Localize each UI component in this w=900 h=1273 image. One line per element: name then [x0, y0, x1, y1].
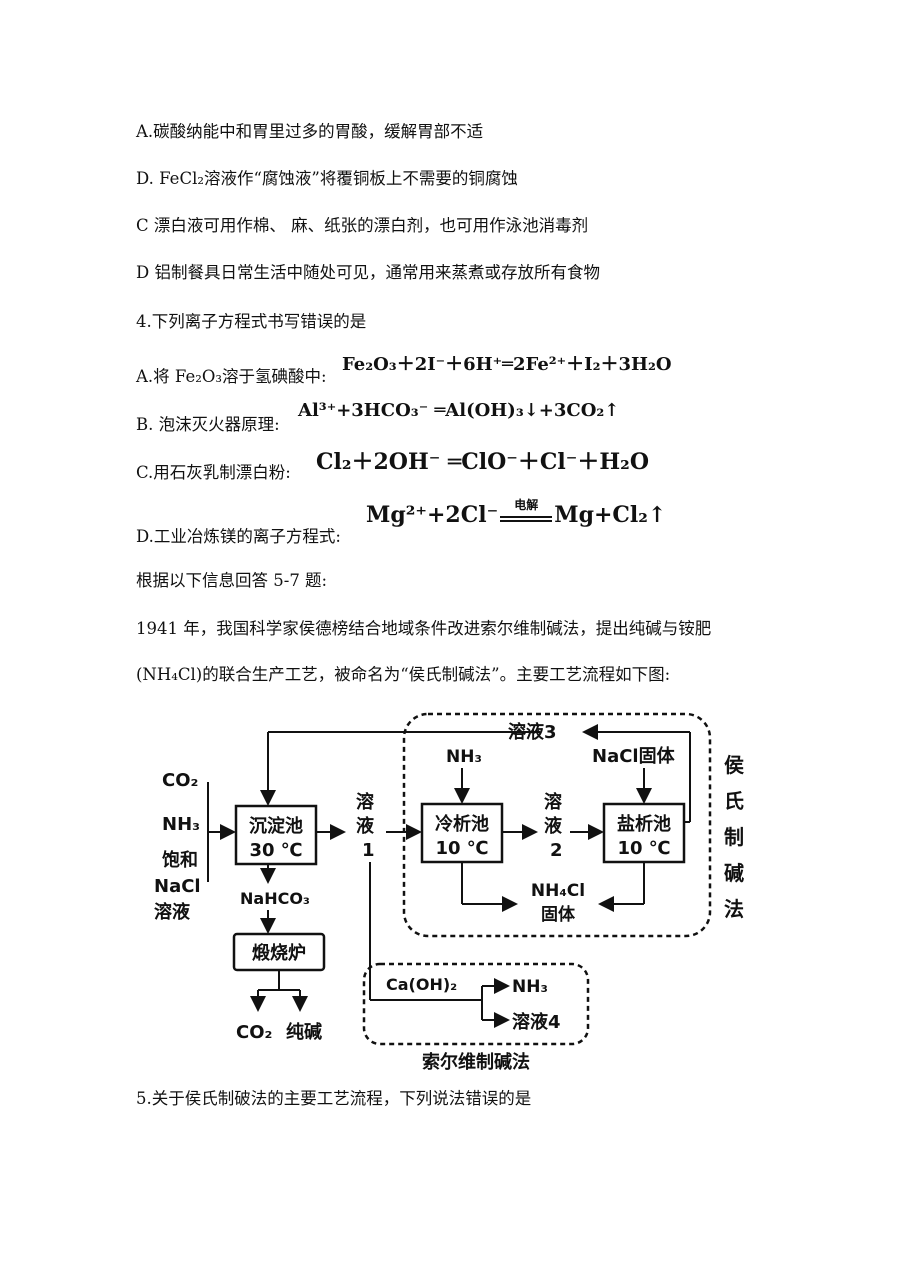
hou-method-char-5: 法	[724, 897, 744, 921]
nahco3-label: NaHCO₃	[240, 889, 310, 908]
hou-method-char-4: 碱	[724, 861, 744, 885]
furnace-soda-ash: 纯碱	[286, 1021, 322, 1043]
q4-option-a-equation: Fe₂O₃＋2I⁻＋6H⁺═2Fe²⁺＋I₂＋3H₂O	[342, 354, 672, 375]
equals-sign	[500, 516, 553, 522]
electrolysis-label: 电解	[514, 498, 539, 512]
q4-option-c-label: C.用石灰乳制漂白粉:	[136, 463, 291, 482]
input-co2: CO₂	[162, 770, 198, 791]
q3-option-d1: D. FeCl₂溶液作“腐蚀液”将覆铜板上不需要的铜腐蚀	[136, 169, 518, 188]
info-intro: 根据以下信息回答 5-7 题:	[136, 571, 328, 590]
nacl-solid-label: NaCl固体	[592, 745, 676, 767]
hou-process-flowchart: CO₂ NH₃ 饱和 NaCl 溶液 沉淀池 30 ℃ 溶液3 溶 液 1 冷析…	[154, 712, 745, 1073]
furnace-label: 煅烧炉	[252, 942, 306, 964]
hou-method-char-1: 侯	[724, 753, 745, 777]
precipitation-tank-label: 沉淀池	[249, 815, 303, 837]
solution-1-char-1: 溶	[356, 791, 374, 813]
salting-tank-temp: 10 ℃	[617, 838, 670, 859]
solution-2-char-1: 溶	[544, 791, 562, 813]
solution-1-number: 1	[362, 840, 375, 861]
nh3-input-label: NH₃	[446, 747, 482, 767]
q4-stem: 4.下列离子方程式书写错误的是	[136, 312, 367, 331]
precipitation-tank-box	[234, 804, 318, 866]
q3-option-c: C 漂白液可用作棉、 麻、纸张的漂白剂，也可用作泳池消毒剂	[136, 216, 589, 235]
solution-1-char-2: 液	[356, 815, 375, 837]
q3-option-d2: D 铝制餐具日常生活中随处可见，通常用来蒸煮或存放所有食物	[136, 263, 600, 282]
paragraph-line-2: (NH₄Cl)的联合生产工艺，被命名为“侯氏制碱法”。主要工艺流程如下图:	[136, 665, 671, 684]
q4-option-a-label: A.将 Fe₂O₃溶于氢碘酸中:	[136, 367, 327, 386]
cooling-tank-temp: 10 ℃	[435, 838, 488, 859]
solution-2-char-2: 液	[544, 815, 563, 837]
nh4cl-solid-label: 固体	[541, 904, 576, 925]
q3-option-a: A.碳酸纳能中和胃里过多的胃酸，缓解胃部不适	[136, 122, 484, 141]
paragraph-line-1: 1941 年，我国科学家侯德榜结合地域条件改进索尔维制碱法，提出纯碱与铵肥	[136, 619, 712, 638]
equation-right: Mg+Cl₂↑	[554, 502, 667, 528]
solvay-method-label: 索尔维制碱法	[422, 1051, 530, 1073]
q4-option-b-equation: Al³⁺+3HCO₃⁻ ═Al(OH)₃↓+3CO₂↑	[298, 400, 620, 421]
nh4cl-product-label: NH₄Cl	[531, 881, 585, 901]
q4-option-c-equation: Cl₂＋2OH⁻ ═ClO⁻＋Cl⁻＋H₂O	[316, 449, 649, 475]
equation-left: Mg²⁺+2Cl⁻	[366, 502, 499, 528]
solution-4-label: 溶液4	[512, 1011, 561, 1033]
solution-2-number: 2	[550, 840, 563, 861]
hou-method-char-3: 制	[724, 825, 744, 849]
input-nacl: NaCl	[154, 876, 201, 897]
input-solution: 溶液	[154, 901, 191, 923]
cooling-tank-label: 冷析池	[435, 813, 489, 835]
input-saturated: 饱和	[162, 849, 198, 871]
q5-stem: 5.关于侯氏制破法的主要工艺流程，下列说法错误的是	[136, 1089, 532, 1108]
q4-option-d-label: D.工业冶炼镁的离子方程式:	[136, 527, 341, 546]
salting-tank-label: 盐析池	[617, 813, 671, 835]
hou-method-char-2: 氏	[724, 789, 744, 813]
q4-option-d-equation: Mg²⁺+2Cl⁻ 电解 Mg+Cl₂↑	[366, 498, 667, 528]
electrolysis-condition: 电解	[500, 498, 553, 522]
hou-method-region	[402, 712, 712, 938]
input-nh3: NH₃	[162, 814, 200, 835]
solvay-nh3: NH₃	[512, 977, 548, 997]
q4-option-b-label: B. 泡沫灭火器原理:	[136, 415, 280, 434]
precipitation-tank-temp: 30 ℃	[249, 840, 302, 861]
caoh2-label: Ca(OH)₂	[386, 975, 457, 994]
solution-3-label: 溶液3	[508, 721, 557, 743]
salting-tank-box	[602, 802, 686, 864]
furnace-co2: CO₂	[236, 1022, 272, 1043]
